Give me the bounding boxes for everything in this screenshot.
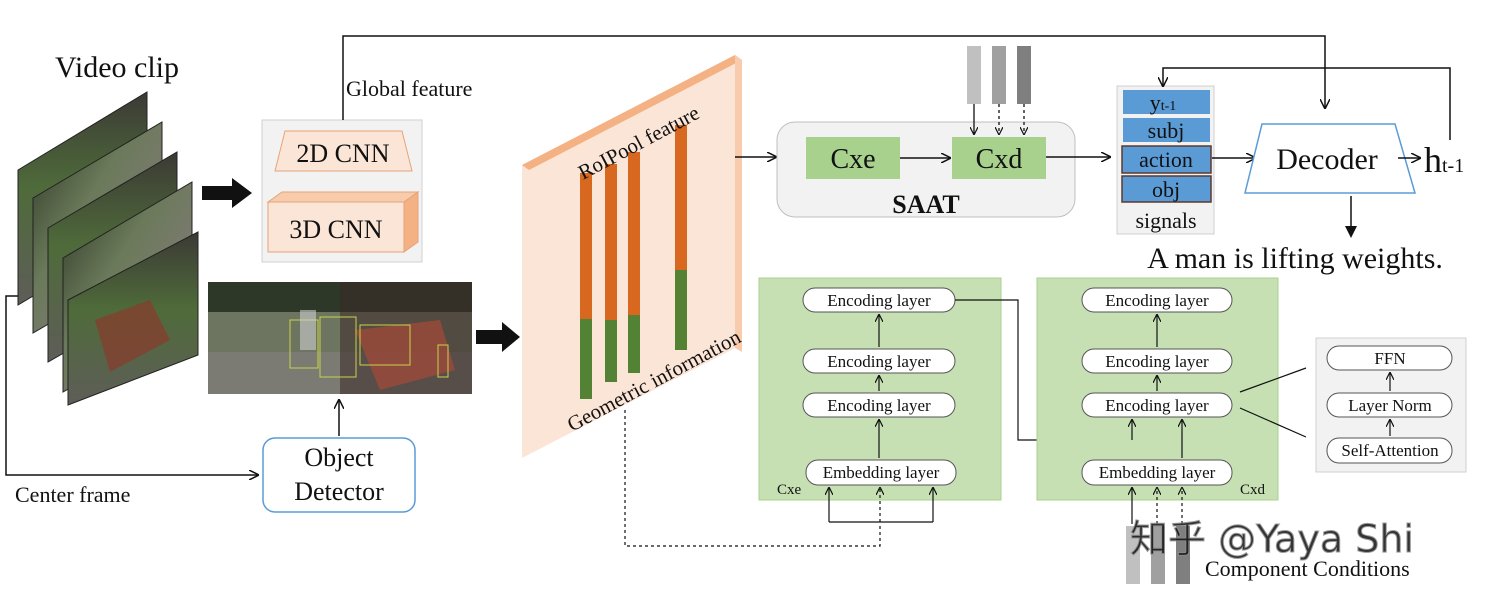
component-conditions-label: Component Conditions (1205, 556, 1410, 581)
detail-connector-bottom (1239, 407, 1307, 438)
cnn-3d-box (266, 191, 420, 253)
cxd-label: Cxd (976, 144, 1023, 175)
decoder-layer-1 (1081, 287, 1233, 313)
decoder-layer-3 (1081, 392, 1233, 418)
video-clip-label: Video clip (55, 51, 179, 84)
encoder-layer-2-label: Encoding layer (827, 352, 931, 371)
signal-subj-box (1123, 118, 1210, 142)
object-detector-label-1: Object (304, 443, 374, 472)
center-frame-arrow (5, 295, 258, 475)
watermark: 知乎 @Yaya Shi (1130, 517, 1414, 561)
detected-center-frame (208, 282, 472, 394)
decoder-embedding-layer (1081, 459, 1233, 486)
encoder-layer-3 (802, 392, 956, 418)
roipool-bars (580, 125, 687, 399)
signal-obj-label: obj (1152, 177, 1180, 202)
self-attention-box (1326, 437, 1453, 464)
layer-norm-box (1326, 392, 1453, 418)
h-label: ht-1 (1424, 140, 1464, 180)
center-frame-label: Center frame (15, 482, 130, 507)
video-frames-stack (17, 91, 199, 406)
cxe-label: Cxe (830, 144, 875, 175)
caption-text: A man is lifting weights. (1147, 242, 1443, 275)
decoder-corner-label: Cxd (1240, 482, 1266, 498)
signals-label: signals (1135, 208, 1196, 233)
fat-arrow-right-icon-2 (476, 322, 520, 352)
encoder-layer-1-label: Encoding layer (827, 291, 931, 310)
encoder-layer-3-label: Encoding layer (827, 396, 931, 415)
geometric-info-dotted-line (624, 410, 881, 547)
encoder-embedding-layer (805, 459, 957, 486)
decoder-layer-1-label: Encoding layer (1105, 291, 1209, 310)
encoder-layer-2 (802, 348, 956, 374)
cnn-3d-label: 3D CNN (289, 215, 382, 244)
decoder-layer-3-label: Encoding layer (1105, 396, 1209, 415)
h-feedback-arrow (1163, 67, 1451, 140)
decoder-internal-arrows (1132, 315, 1182, 524)
encoder-internal-arrows (829, 315, 933, 523)
cnn-2d-box (274, 130, 413, 172)
ffn-label: FFN (1374, 349, 1405, 368)
global-feature-arrow (342, 35, 1325, 120)
signal-y-box (1123, 90, 1210, 114)
layer-norm-label: Layer Norm (1348, 396, 1432, 415)
decoder-label: Decoder (1276, 143, 1378, 176)
saat-label: SAAT (892, 190, 959, 219)
signal-subj-label: subj (1148, 118, 1185, 143)
component-condition-bars-top (967, 46, 1031, 134)
detail-connector-top (1239, 367, 1307, 393)
object-detector-box (262, 437, 416, 513)
component-condition-bars-bottom (1126, 526, 1190, 584)
signal-y-label: yt-1 (1150, 90, 1177, 115)
signal-obj-box (1121, 175, 1212, 203)
self-attention-label: Self-Attention (1341, 441, 1439, 460)
fat-arrow-right-icon (202, 178, 252, 208)
decoder-layer-2-label: Encoding layer (1105, 352, 1209, 371)
signal-action-label: action (1139, 147, 1193, 172)
cnn-2d-label: 2D CNN (296, 139, 389, 168)
object-detector-label-2: Detector (294, 477, 384, 506)
decoder-box (1244, 123, 1416, 194)
cxd-box (952, 137, 1046, 179)
encoder-corner-label: Cxe (777, 482, 802, 498)
decoder-layer-2 (1081, 348, 1233, 374)
cxe-box (806, 137, 900, 179)
encoder-embedding-label: Embedding layer (823, 463, 940, 482)
global-feature-label: Global feature (346, 76, 472, 101)
caption-arrow-icon (1345, 226, 1357, 238)
signal-action-box (1121, 145, 1212, 174)
ffn-box (1326, 345, 1453, 371)
decoder-embedding-label: Embedding layer (1099, 463, 1216, 482)
